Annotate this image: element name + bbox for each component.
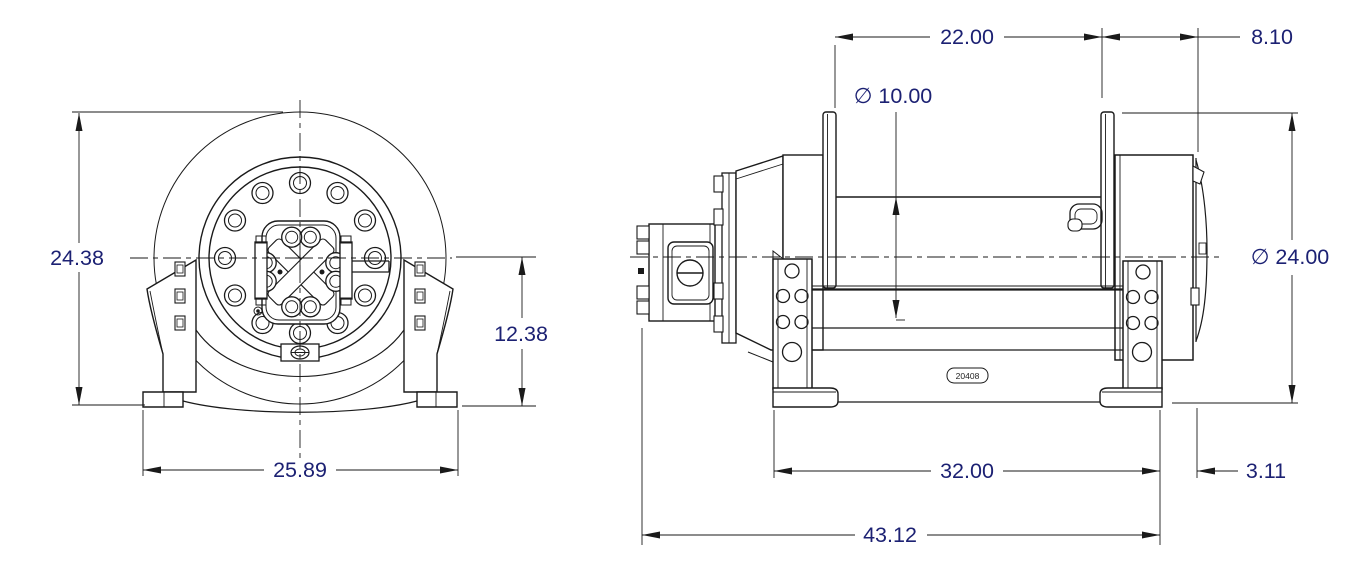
left-mounting-bracket bbox=[142, 258, 197, 408]
dim-end-offset: 8.10 bbox=[1251, 25, 1293, 49]
end-cover bbox=[1195, 159, 1208, 342]
hydraulic-motor bbox=[636, 223, 716, 322]
dim-overall-width: 25.89 bbox=[273, 458, 327, 482]
side-view-dimensions: 22.00 8.10 ∅ 10.00 ∅ 24.00 32.00 3. bbox=[641, 25, 1330, 547]
left-clamp-rail bbox=[254, 241, 268, 300]
right-upright bbox=[1122, 260, 1163, 390]
dim-drum-length: 22.00 bbox=[940, 25, 994, 49]
dim-end-clearance: 3.11 bbox=[1246, 459, 1286, 483]
motor-port-fitting bbox=[636, 225, 650, 240]
dim-centerline-height: 12.38 bbox=[494, 322, 548, 346]
right-clamp-rail bbox=[339, 241, 353, 300]
dim-drum-diameter: ∅ 10.00 bbox=[854, 84, 933, 108]
left-upright bbox=[772, 249, 813, 390]
dim-overall-height: 24.38 bbox=[50, 246, 104, 270]
motor-port-fitting bbox=[636, 240, 650, 255]
motor-port-fitting bbox=[636, 285, 650, 300]
dim-overall-length: 43.12 bbox=[863, 523, 917, 547]
front-view-dimensions: 24.38 12.38 25.89 bbox=[50, 111, 548, 482]
frame-tie-bars: 20408 bbox=[812, 285, 1123, 403]
side-view-feet bbox=[772, 387, 1163, 408]
drum-flange-left bbox=[822, 111, 837, 289]
part-tag-outline bbox=[946, 367, 989, 384]
drain-plug bbox=[280, 343, 320, 362]
motor-port-fitting bbox=[636, 300, 650, 315]
front-view bbox=[130, 100, 458, 458]
cable-anchor-pocket bbox=[1069, 203, 1103, 230]
side-view: 20408 bbox=[630, 111, 1222, 408]
motor-mount-plate bbox=[253, 220, 390, 325]
dim-flange-diameter: ∅ 24.00 bbox=[1251, 245, 1330, 269]
dim-mount-length: 32.00 bbox=[940, 459, 994, 483]
drum bbox=[822, 111, 1115, 289]
drum-flange-right bbox=[1100, 111, 1115, 289]
part-tag: 20408 bbox=[956, 371, 980, 381]
gear-housing bbox=[713, 154, 824, 363]
right-mounting-bracket bbox=[403, 258, 458, 408]
